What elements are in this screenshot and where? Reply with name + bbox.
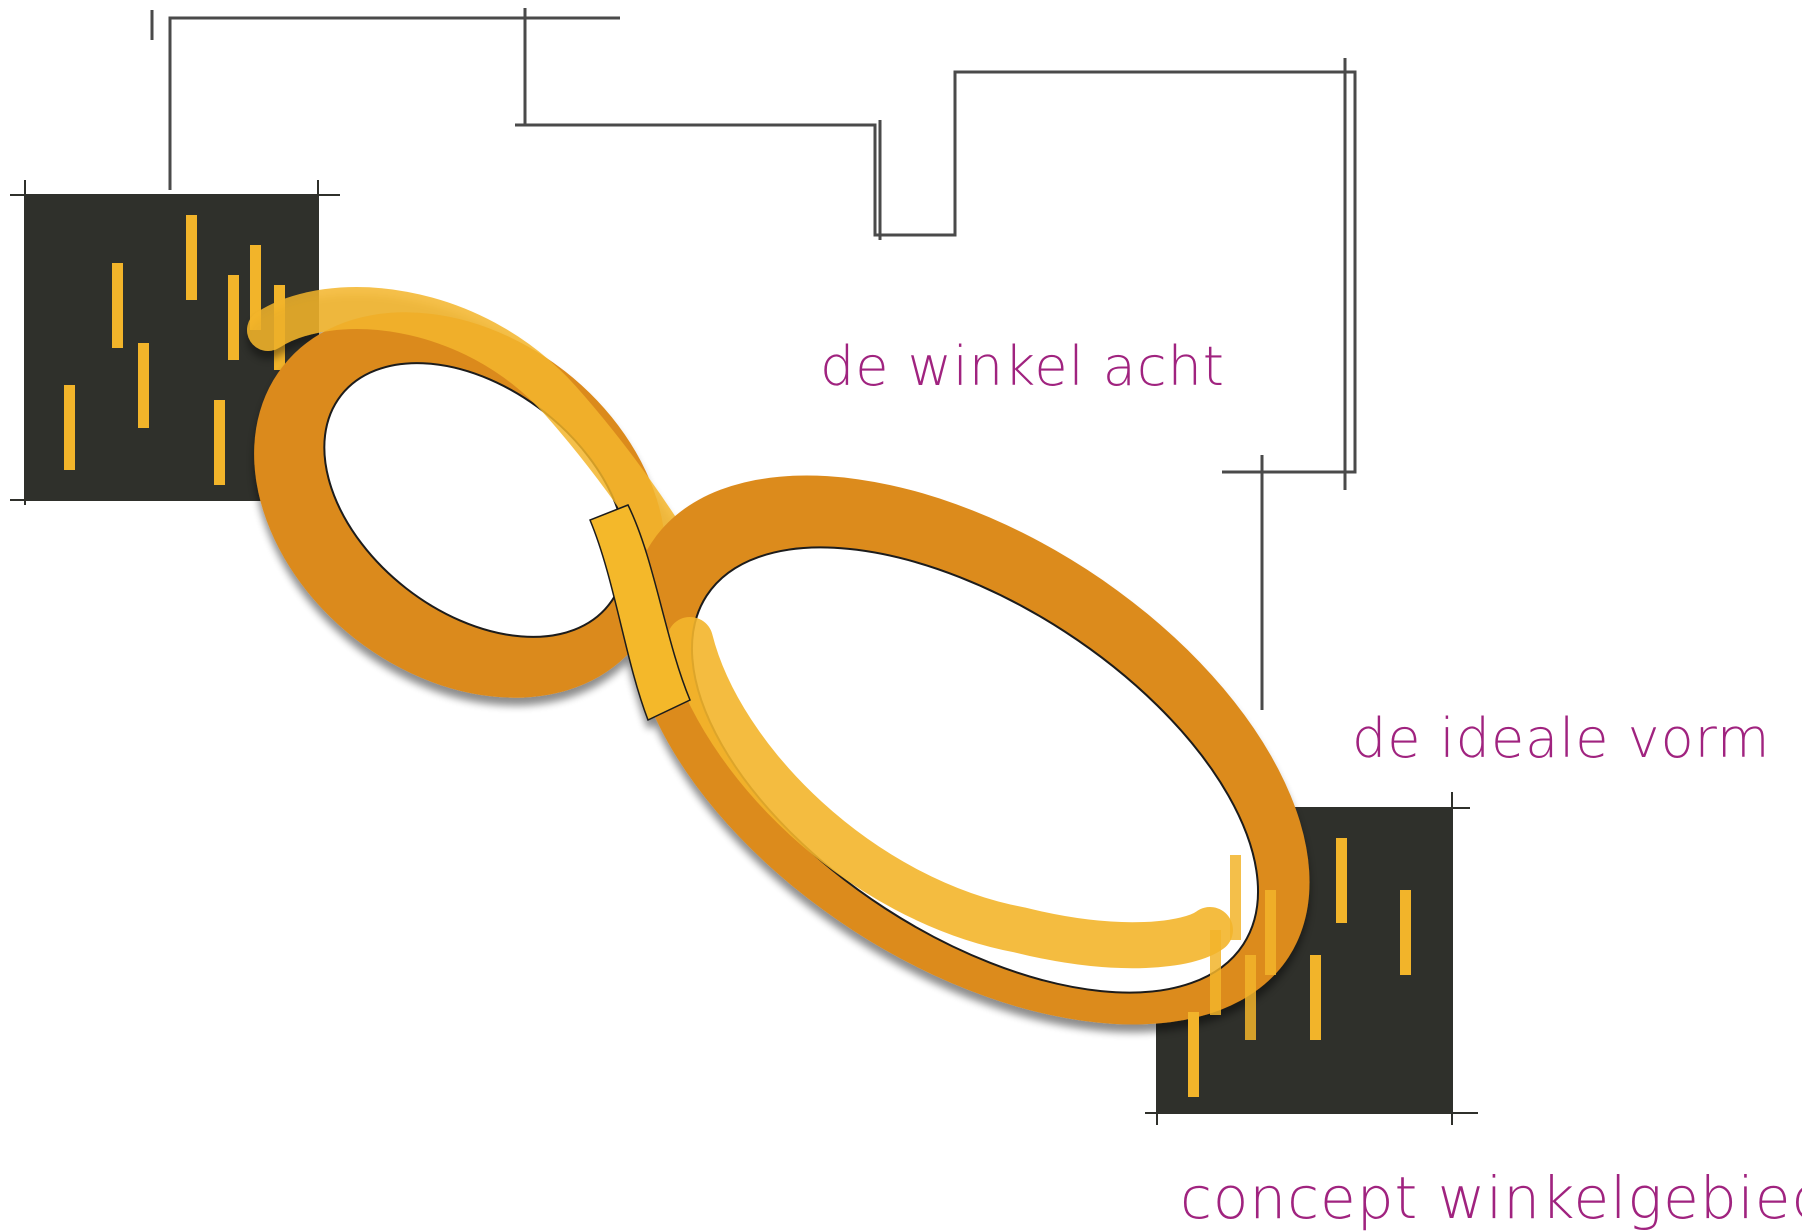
label-ideale-vorm: de ideale vorm [1352,707,1771,770]
label-winkel-acht: de winkel acht [820,335,1225,398]
connector-lines [150,8,1357,710]
ring-left-loop [247,287,711,698]
label-concept-winkelgebied: concept winkelgebied [1180,1164,1802,1232]
ring-right-loop [630,475,1310,1025]
block-bottom-right-bars [1188,838,1411,1097]
figure-eight-ring [247,287,1310,1025]
ring-crossing [589,504,691,722]
